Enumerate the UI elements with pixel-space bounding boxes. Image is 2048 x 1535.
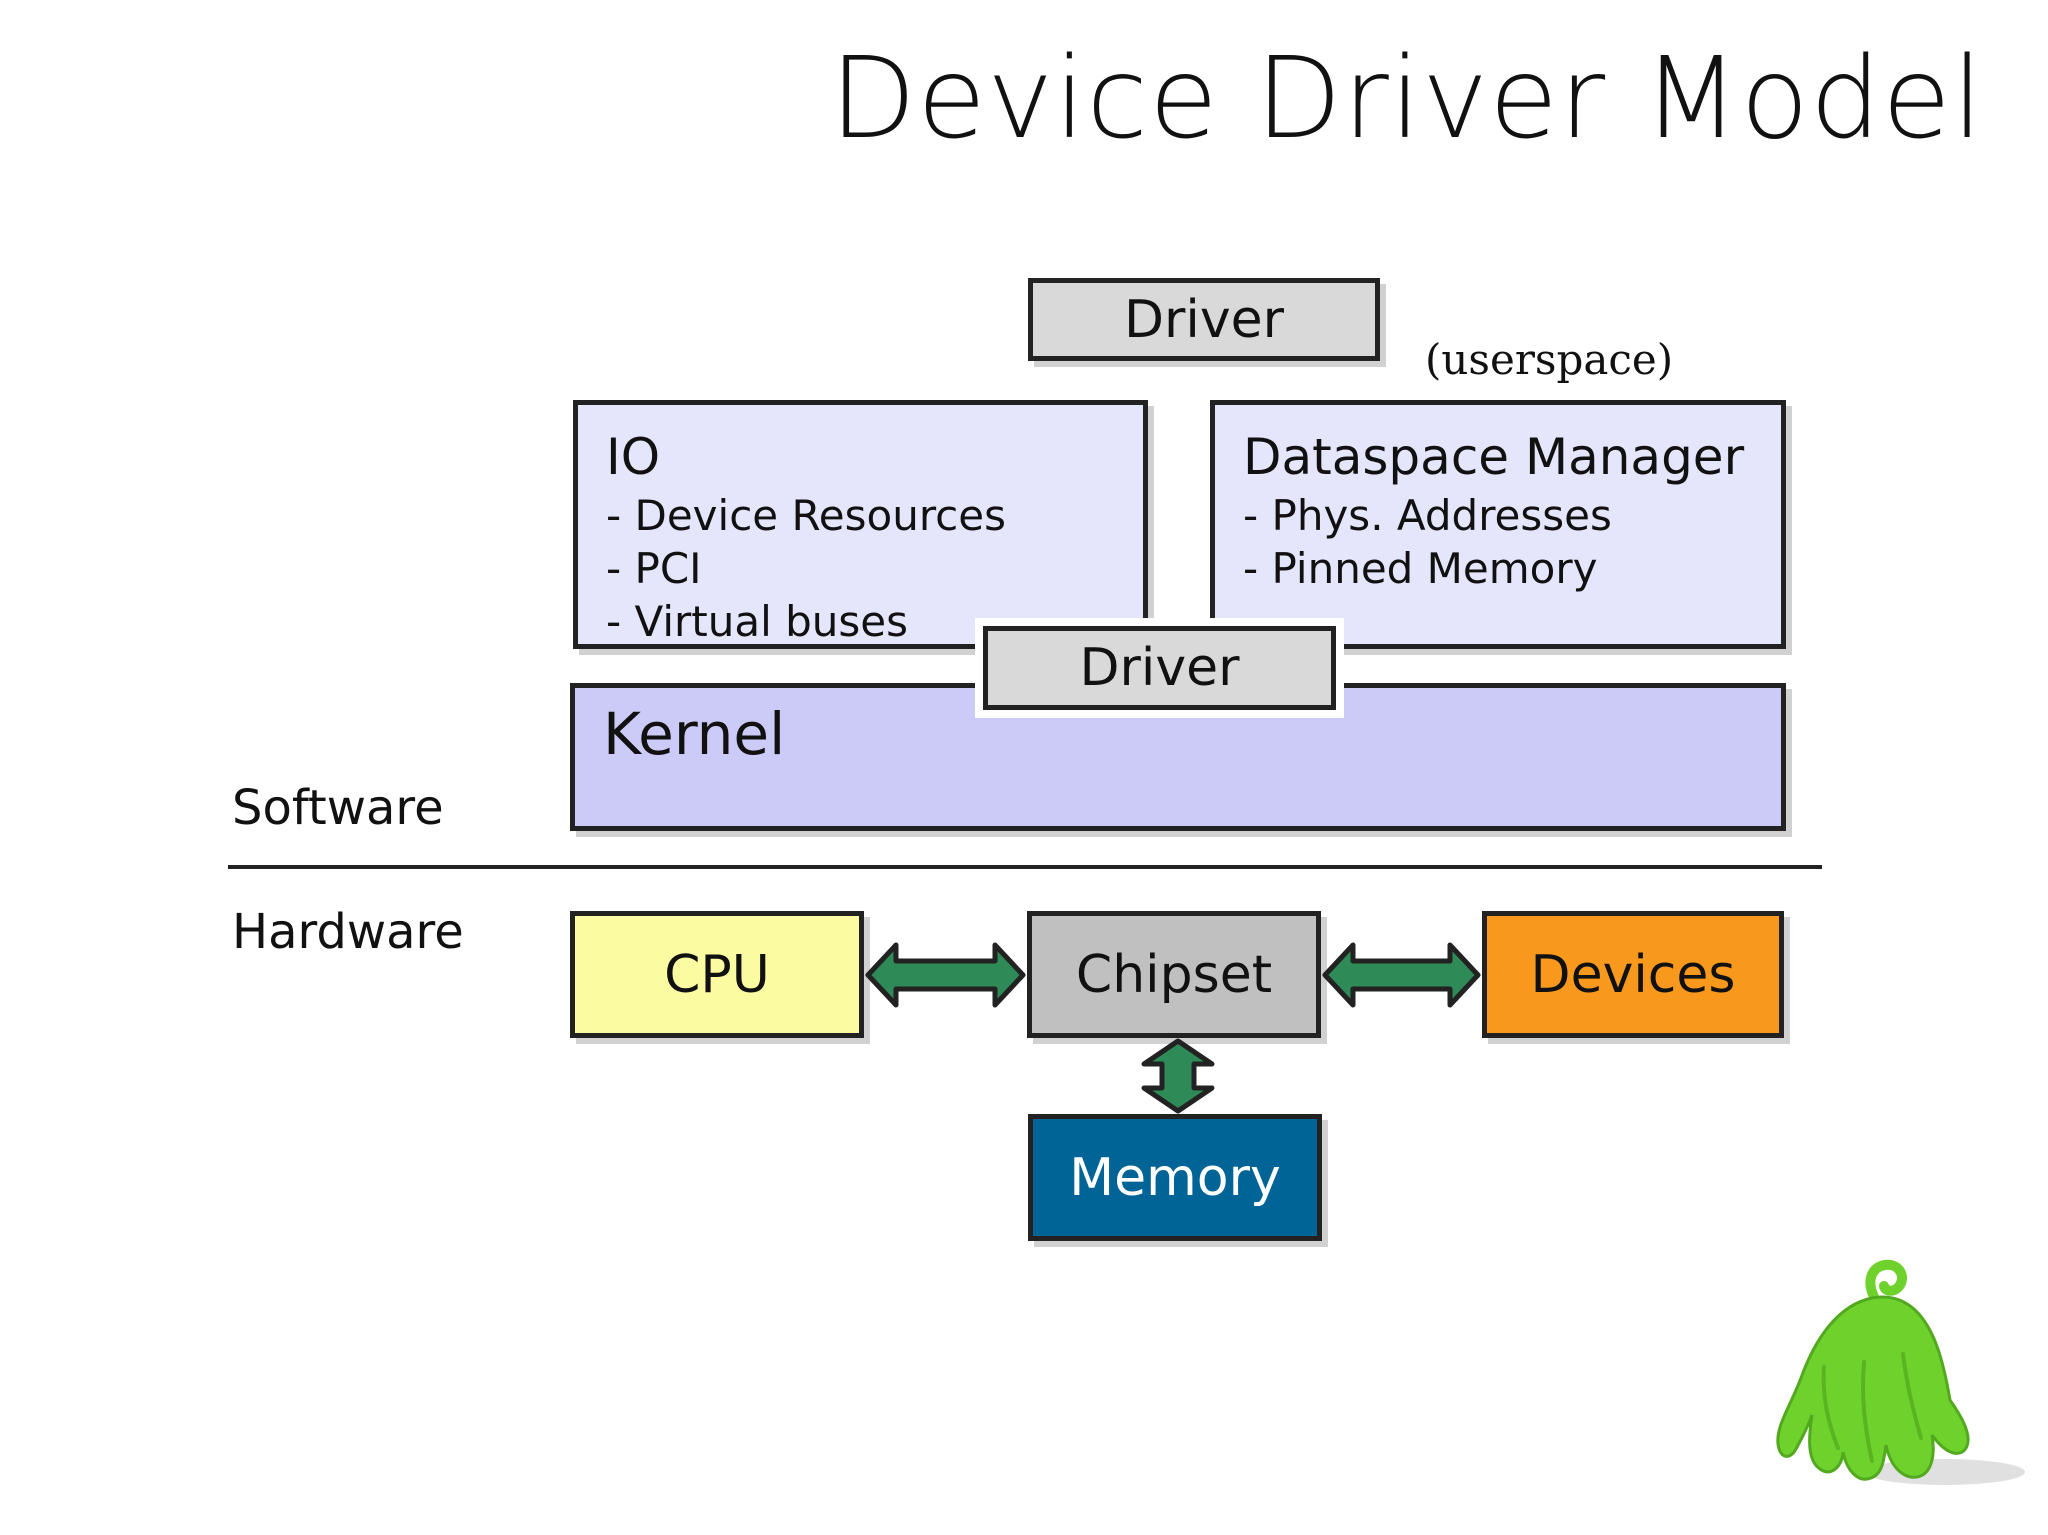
dataspace-item-phys-addresses: - Phys. Addresses: [1243, 491, 1612, 540]
dataspace-item-pinned-memory: - Pinned Memory: [1243, 544, 1598, 593]
kernel-label: Kernel: [603, 700, 786, 768]
io-item-virtual-buses: - Virtual buses: [606, 597, 908, 646]
chipset-devices-double-arrow-icon: [1322, 942, 1481, 1008]
green-hand-mascot-icon: [1776, 1259, 2025, 1485]
io-item-pci: - PCI: [606, 544, 702, 593]
memory-box: Memory: [1028, 1114, 1322, 1241]
io-item-device-resources: - Device Resources: [606, 491, 1006, 540]
userspace-annotation: (userspace): [1425, 335, 1674, 384]
io-box: IO - Device Resources - PCI - Virtual bu…: [573, 400, 1148, 649]
chipset-box: Chipset: [1027, 911, 1321, 1038]
hardware-label: Hardware: [232, 904, 464, 960]
userspace-driver-box: Driver: [1028, 278, 1380, 361]
chipset-memory-double-arrow-icon: [1141, 1038, 1215, 1114]
dataspace-heading: Dataspace Manager: [1243, 428, 1745, 486]
kernel-driver-box: Driver: [975, 618, 1344, 718]
software-hardware-divider: [228, 865, 1822, 869]
software-label: Software: [232, 780, 444, 836]
devices-box: Devices: [1482, 911, 1784, 1038]
dataspace-manager-box: Dataspace Manager - Phys. Addresses - Pi…: [1210, 400, 1786, 649]
slide-title: Device Driver Model: [829, 34, 1984, 164]
cpu-chipset-double-arrow-icon: [865, 942, 1026, 1008]
io-heading: IO: [606, 428, 661, 486]
cpu-box: CPU: [570, 911, 864, 1038]
